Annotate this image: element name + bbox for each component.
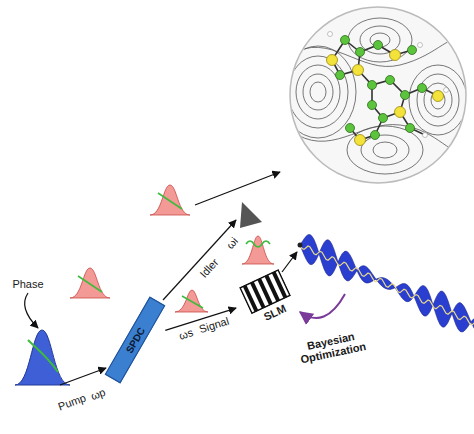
pulse-wave [300, 235, 474, 332]
contour-lines [280, 18, 470, 174]
pump-pulse [15, 330, 70, 385]
idler-arrow [163, 220, 236, 300]
node-label: SPDC [123, 325, 146, 355]
annotation-label: Idler [197, 256, 220, 280]
annotation-label: Pump [56, 391, 87, 412]
phase-arrow [25, 293, 38, 328]
annotation-label: Bayesian Optimization [290, 327, 373, 367]
molecule [327, 32, 449, 146]
phase-curve [28, 340, 58, 372]
slm-box: SLM [236, 266, 300, 330]
annotation-label: ωp [89, 386, 107, 402]
crystal-box: SPDC [105, 297, 166, 384]
wave-point [298, 243, 303, 248]
pulse-wave-line [300, 245, 474, 325]
beam-dump [240, 202, 262, 228]
pump-arrow [60, 368, 106, 385]
annotation-label: ωs [177, 326, 194, 342]
beam-arrow [195, 172, 280, 205]
feedback-arrow [300, 294, 345, 318]
shaped-beam-arrow [282, 252, 297, 272]
energy-landscape [290, 7, 466, 183]
annotation-label: Phase [12, 278, 43, 290]
annotation-label: ωi [224, 235, 240, 251]
